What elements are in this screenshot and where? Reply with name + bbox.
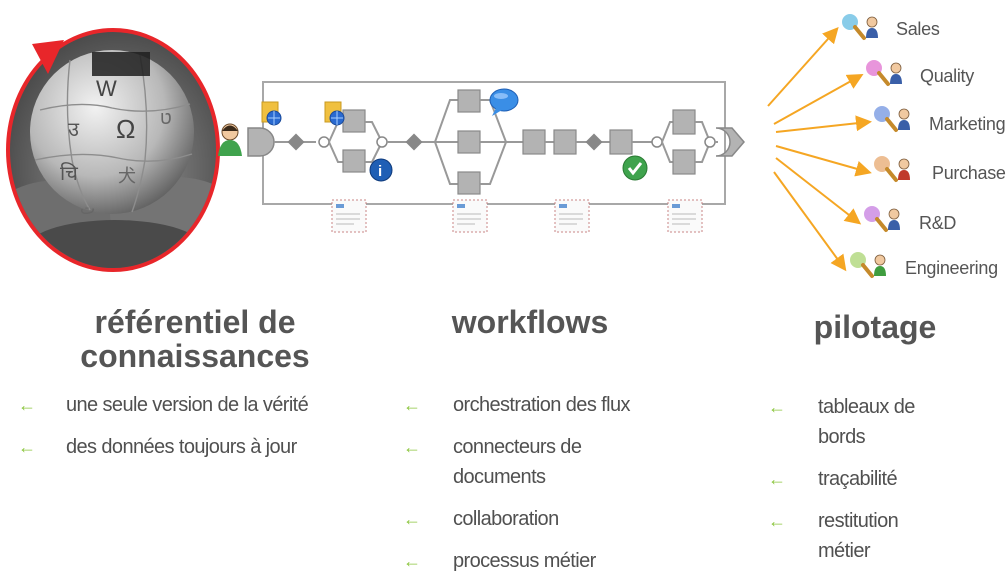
globe-sphere <box>30 50 194 214</box>
dept-label-purchase: Purchase <box>932 163 1006 183</box>
task <box>553 129 577 155</box>
fan-out-arrow <box>773 171 847 272</box>
fan-out-arrow <box>775 145 872 177</box>
fan-out-arrow <box>773 74 864 125</box>
list-item-text: traçabilité <box>818 468 898 490</box>
dept-label-marketing: Marketing <box>929 114 1006 134</box>
glyph-w: W <box>96 76 117 101</box>
magnifier-person-icon <box>850 252 886 278</box>
left-arrow-icon: ← <box>18 395 36 415</box>
magnifier-person-icon <box>866 60 902 86</box>
glyph-u: उ <box>68 119 80 141</box>
magnifier-person-icon <box>864 206 900 232</box>
left-arrow-icon: ← <box>768 469 786 489</box>
list-item: ← restitution métier <box>768 506 938 566</box>
magnifier-person-icon <box>842 14 878 40</box>
gateway <box>585 133 603 151</box>
left-arrow-icon: ← <box>403 509 421 529</box>
knowledge-globe-illustration: Ω W उ चि 犬 ט ت <box>6 28 220 272</box>
list-item: ← collaboration <box>403 504 703 534</box>
list-item: ← processus métier <box>403 546 703 576</box>
list-item-text: collaboration <box>453 508 559 530</box>
left-arrow-icon: ← <box>403 437 421 457</box>
fan-out-arrow <box>775 115 872 133</box>
list-item-text: restitution métier <box>818 510 899 562</box>
left-arrow-icon: ← <box>403 551 421 571</box>
list-item-text: connecteurs de documents <box>453 436 582 488</box>
glyph-arabic: ت <box>80 201 95 218</box>
glyph-chi: चि <box>60 162 78 185</box>
document-icon <box>452 199 488 233</box>
info-icon: i <box>369 158 393 182</box>
magnifier-person-icon <box>874 156 910 182</box>
list-item: ← une seule version de la vérité <box>18 390 388 420</box>
title-pilotage: pilotage <box>770 310 980 344</box>
bullets-workflows: ← orchestration des flux ← connecteurs d… <box>403 390 703 588</box>
left-arrow-icon: ← <box>18 437 36 457</box>
folder-globe-icon <box>261 101 282 126</box>
fan-out-arrow <box>767 27 839 107</box>
document-icon <box>554 199 590 233</box>
list-item: ← des données toujours à jour <box>18 432 388 462</box>
workflow-diagram: i <box>218 81 745 233</box>
task <box>457 171 481 195</box>
list-item-text: processus métier <box>453 550 596 572</box>
left-arrow-icon: ← <box>768 511 786 531</box>
end-event <box>715 127 745 157</box>
task <box>342 109 366 133</box>
title-line: connaissances <box>80 338 310 374</box>
folder-globe-icon <box>324 101 345 126</box>
title-knowledge-base: référentiel de connaissances <box>60 305 330 373</box>
svg-text:i: i <box>378 163 382 180</box>
list-item-text: une seule version de la vérité <box>66 394 309 416</box>
bullets-knowledge-base: ← une seule version de la vérité ← des d… <box>18 390 388 474</box>
task <box>672 109 696 135</box>
document-icon <box>331 199 367 233</box>
magnifier-person-icon <box>874 106 910 132</box>
title-line: pilotage <box>813 309 937 345</box>
title-workflows: workflows <box>410 305 650 339</box>
start-event <box>247 127 275 157</box>
dept-label-engineering: Engineering <box>905 258 998 278</box>
glyph-tet: ט <box>160 108 172 128</box>
gateway <box>405 133 423 151</box>
ring-arrow-icon <box>32 40 64 74</box>
dept-label-quality: Quality <box>920 66 974 86</box>
document-icon <box>667 199 703 233</box>
title-line: workflows <box>451 304 609 340</box>
list-item-text: orchestration des flux <box>453 394 631 416</box>
task <box>522 129 546 155</box>
list-item-text: des données toujours à jour <box>66 436 297 458</box>
task <box>672 149 696 175</box>
glyph-cjk: 犬 <box>118 166 136 186</box>
task <box>609 129 633 155</box>
left-arrow-icon: ← <box>403 395 421 415</box>
check-icon <box>622 155 648 181</box>
pilotage-diagram <box>767 14 910 278</box>
list-item: ← traçabilité <box>768 464 968 494</box>
left-arrow-icon: ← <box>768 397 786 417</box>
user-icon <box>218 123 242 156</box>
dept-label-rnd: R&D <box>919 213 957 233</box>
list-item-text: tableaux de bords <box>818 396 915 448</box>
missing-piece <box>92 52 150 76</box>
gateway <box>287 133 305 151</box>
fan-out-arrow <box>775 157 862 225</box>
glyph-omega: Ω <box>116 114 135 144</box>
dept-label-sales: Sales <box>896 19 940 39</box>
list-item: ← connecteurs de documents <box>403 432 623 492</box>
list-item: ← orchestration des flux <box>403 390 703 420</box>
task <box>457 89 481 113</box>
title-line: référentiel de <box>94 304 296 340</box>
task <box>457 130 481 154</box>
puzzle-seams <box>34 54 193 213</box>
bullets-pilotage: ← tableaux de bords ← traçabilité ← rest… <box>768 392 968 578</box>
chat-bubble-icon <box>489 88 519 116</box>
list-item: ← tableaux de bords <box>768 392 938 452</box>
task <box>342 149 366 173</box>
